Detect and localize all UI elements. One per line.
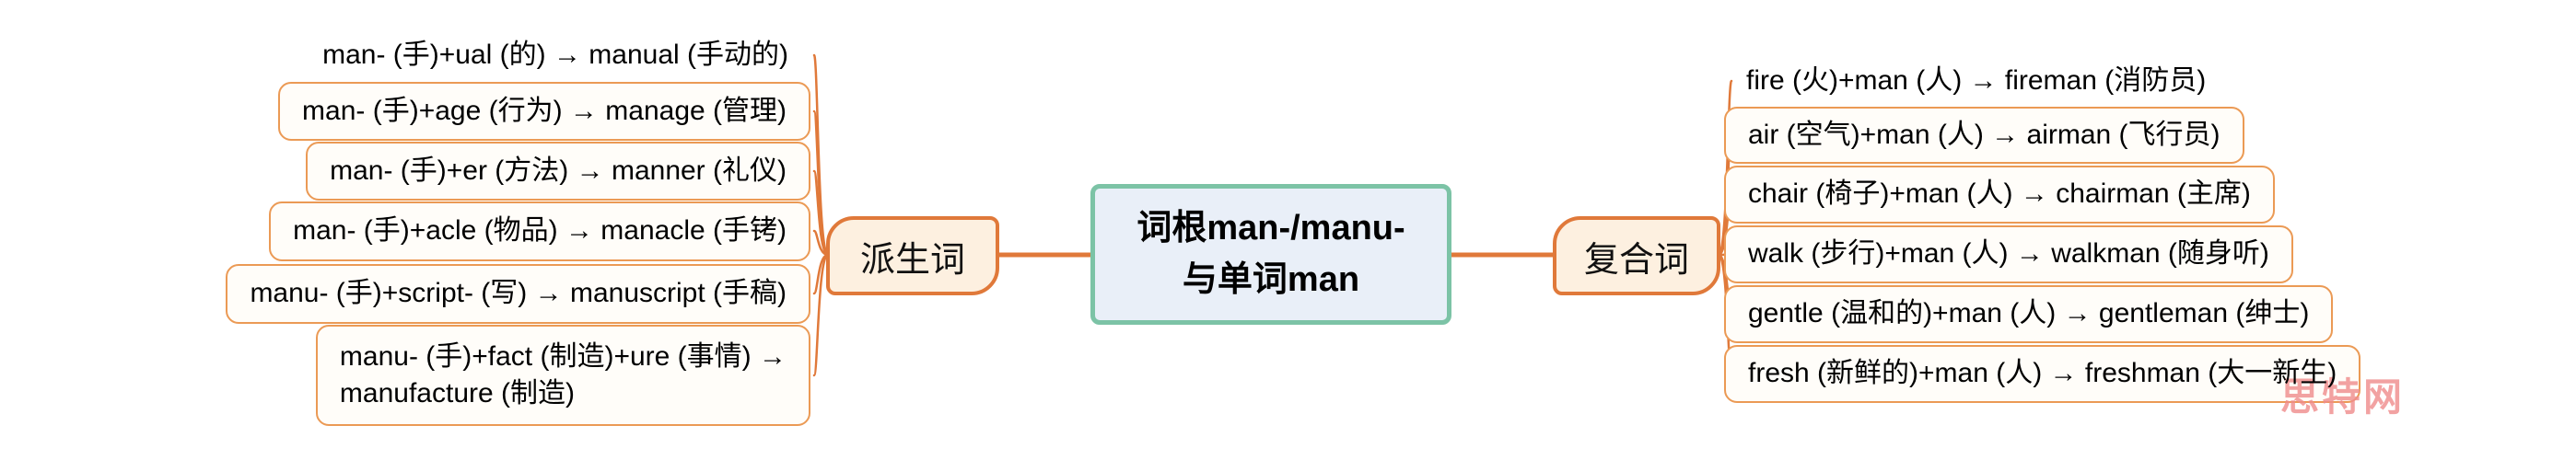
item-text: walk (步行)+man (人) → walkman (随身听): [1748, 238, 2269, 270]
central-topic-text: 词根man-/manu- 与单词man: [1136, 209, 1405, 299]
branch-label: 复合词: [1583, 240, 1689, 280]
item-text: fire (火)+man (人) → fireman (消防员): [1746, 64, 2207, 96]
item-text: chair (椅子)+man (人) → chairman (主席): [1748, 178, 2251, 210]
item-text: man- (手)+age (行为) → manage (管理): [302, 95, 787, 126]
item-text: air (空气)+man (人) → airman (飞行员): [1748, 119, 2220, 150]
derivative-item[interactable]: manu- (手)+fact (制造)+ure (事情) → manufactu…: [315, 325, 810, 426]
derivative-item[interactable]: man- (手)+acle (物品) → manacle (手铐): [269, 201, 810, 261]
derivative-item[interactable]: manu- (手)+script- (写) → manuscript (手稿): [226, 264, 810, 324]
compound-item[interactable]: walk (步行)+man (人) → walkman (随身听): [1724, 225, 2293, 283]
item-text: man- (手)+ual (的) → manual (手动的): [322, 39, 788, 70]
compound-item[interactable]: fresh (新鲜的)+man (人) → freshman (大一新生): [1724, 345, 2361, 403]
item-text: man- (手)+er (方法) → manner (礼仪): [330, 155, 787, 186]
derivative-item[interactable]: man- (手)+er (方法) → manner (礼仪): [306, 142, 810, 201]
item-text: manu- (手)+fact (制造)+ure (事情) → manufactu…: [339, 340, 787, 409]
central-topic-node[interactable]: 词根man-/manu- 与单词man: [1090, 184, 1451, 325]
branch-node-derivatives[interactable]: 派生词: [826, 216, 999, 295]
derivative-item[interactable]: man- (手)+age (行为) → manage (管理): [278, 82, 810, 141]
branch-label: 派生词: [859, 240, 965, 280]
compound-item[interactable]: fire (火)+man (人) → fireman (消防员): [1724, 52, 2228, 110]
compound-item[interactable]: gentle (温和的)+man (人) → gentleman (绅士): [1724, 285, 2334, 343]
branch-node-compounds[interactable]: 复合词: [1553, 216, 1720, 295]
compound-item[interactable]: air (空气)+man (人) → airman (飞行员): [1724, 107, 2244, 164]
item-text: manu- (手)+script- (写) → manuscript (手稿): [250, 278, 787, 309]
compound-item[interactable]: chair (椅子)+man (人) → chairman (主席): [1724, 166, 2275, 224]
connector-line: [812, 229, 830, 257]
connector-line: [812, 169, 830, 257]
connector-line: [812, 253, 830, 377]
item-text: gentle (温和的)+man (人) → gentleman (绅士): [1748, 298, 2310, 329]
item-text: man- (手)+acle (物品) → manacle (手铐): [293, 215, 787, 247]
derivative-item[interactable]: man- (手)+ual (的) → manual (手动的): [300, 26, 810, 85]
item-text: fresh (新鲜的)+man (人) → freshman (大一新生): [1748, 358, 2337, 389]
